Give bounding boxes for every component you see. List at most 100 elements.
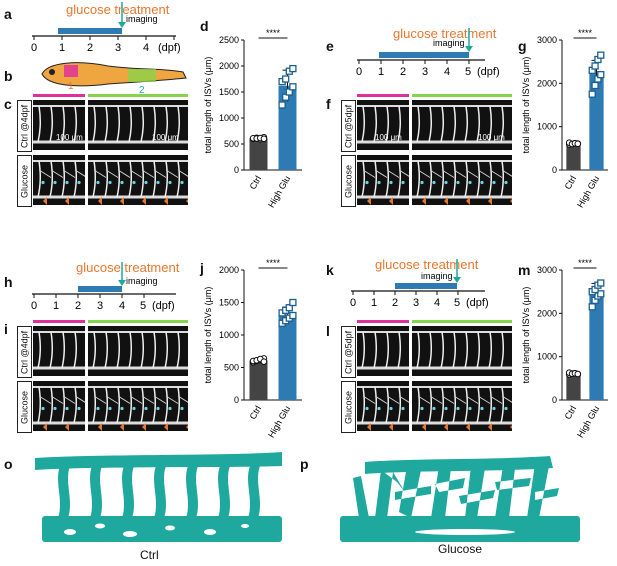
region-2-strip [412,320,512,323]
region-2-strip [88,94,188,97]
y-axis-label: total length of ISVs (μm) [521,287,531,384]
timeline-treatment-label: glucose treatment [76,260,180,275]
row-label-glucose: Glucose [17,155,32,207]
vessel-texture [412,331,512,370]
panel-label-o: o [4,456,13,472]
bar-ctrl [566,373,581,400]
region-2-strip [412,94,512,97]
svg-text:(dpf): (dpf) [466,297,489,309]
vessel-texture [33,331,85,370]
panel-label-l: l [326,323,330,339]
isv [90,466,102,518]
row-label-ctrl: Ctrl @5dpf [341,326,356,378]
micrograph-glucose-region1 [357,155,409,205]
svg-text:0: 0 [31,42,37,54]
significance-stars: **** [578,258,593,268]
svg-text:0: 0 [31,300,37,312]
x-tick-label: High Glu [266,404,292,439]
schematic-glucose [340,456,580,542]
y-tick-label: 2000 [537,78,557,88]
timeline-a: glucose treatment imaging 0 1 2 3 4 (dpf… [31,2,181,54]
panel-label-a: a [4,6,12,22]
y-tick-label: 3000 [537,35,557,45]
micrograph-glucose-region1 [33,155,85,205]
isv [495,466,531,518]
scale-bar-label-2: 100 μm [152,133,179,142]
x-tick-label: High Glu [575,404,601,439]
x-tick-label: High Glu [575,174,601,209]
row-label-glucose: Glucose [17,381,32,433]
axial-vessel [42,516,282,542]
panel-label-m: m [518,262,531,278]
region-1-box [64,65,78,77]
significance-stars: **** [266,28,281,38]
data-point [289,298,297,307]
micrograph-ctrl-region1 [357,100,409,150]
micrograph-glucose-region2 [88,381,188,431]
svg-text:4: 4 [434,297,440,309]
region-2-strip [88,320,188,323]
zebrafish-eye [49,69,55,75]
isv [186,466,198,518]
micrograph-ctrl-region1 [33,326,85,376]
timeline-ticks: 0 1 2 3 4 5 (dpf) [31,294,175,312]
region-1-strip [33,94,85,97]
svg-text:3: 3 [115,42,121,54]
data-point [260,135,268,143]
timeline-ticks: 0 1 2 3 4 5 (dpf) [350,291,489,309]
micrograph-glucose-region2 [412,381,512,431]
vessel-texture [412,386,512,431]
panel-label-k: k [326,262,334,278]
row-label-ctrl: Ctrl @5dpf [341,100,356,152]
svg-text:5: 5 [140,300,146,312]
y-tick-label: 1500 [219,87,239,97]
region-1-label: 1 [68,81,74,92]
data-point [588,303,596,311]
row-label-glucose: Glucose [341,381,356,433]
bar-ctrl [566,143,581,170]
isv [459,466,495,518]
isv [395,466,431,518]
svg-text:1: 1 [53,300,59,312]
micrograph-ctrl-region2 [88,100,188,150]
data-point [591,62,599,70]
data-point [591,81,599,90]
x-tick-label: High Glu [266,174,292,209]
chart-j: total length of ISVs (μm)050010001500200… [203,258,302,439]
svg-text:1: 1 [371,297,377,309]
vessel-texture [88,105,188,144]
region-2-box [128,69,156,82]
treatment-bar [58,28,122,34]
timeline-h: glucose treatment imaging 0 1 2 3 4 5 (d… [31,260,180,312]
micrograph-ctrl-region2 [88,326,188,376]
timeline-ticks: 0 1 2 3 4 (dpf) [31,36,181,54]
svg-text:4: 4 [143,42,149,54]
scale-bar-label-1: 100 μm [375,133,402,142]
svg-text:4: 4 [119,300,125,312]
significance-stars: **** [266,258,281,268]
caption-ctrl: Ctrl [140,548,159,562]
vessel-texture [412,160,512,205]
timeline-ticks: 0 1 2 3 4 5 (dpf) [356,60,500,78]
vessel-texture [33,105,85,144]
y-tick-label: 2500 [219,35,239,45]
svg-text:2: 2 [87,42,93,54]
data-point [597,279,605,287]
isv [218,466,230,518]
vessel-texture [357,105,409,144]
data-point [588,90,596,98]
y-axis-label: total length of ISVs (μm) [521,57,531,154]
panel-label-f: f [326,96,331,112]
vessel-texture [88,331,188,370]
y-axis-label: total length of ISVs (μm) [203,57,213,154]
bar-ctrl [249,360,268,400]
vessel-texture [412,105,512,144]
dorsal-vessel [365,456,553,474]
dorsal-vessel [35,452,282,470]
micrograph-ctrl-region1 [33,100,85,150]
svg-text:1: 1 [378,66,384,78]
y-tick-label: 2000 [219,265,239,275]
region-1-strip [357,320,409,323]
bar-high-glu [589,293,604,400]
vessel-texture [88,386,188,431]
